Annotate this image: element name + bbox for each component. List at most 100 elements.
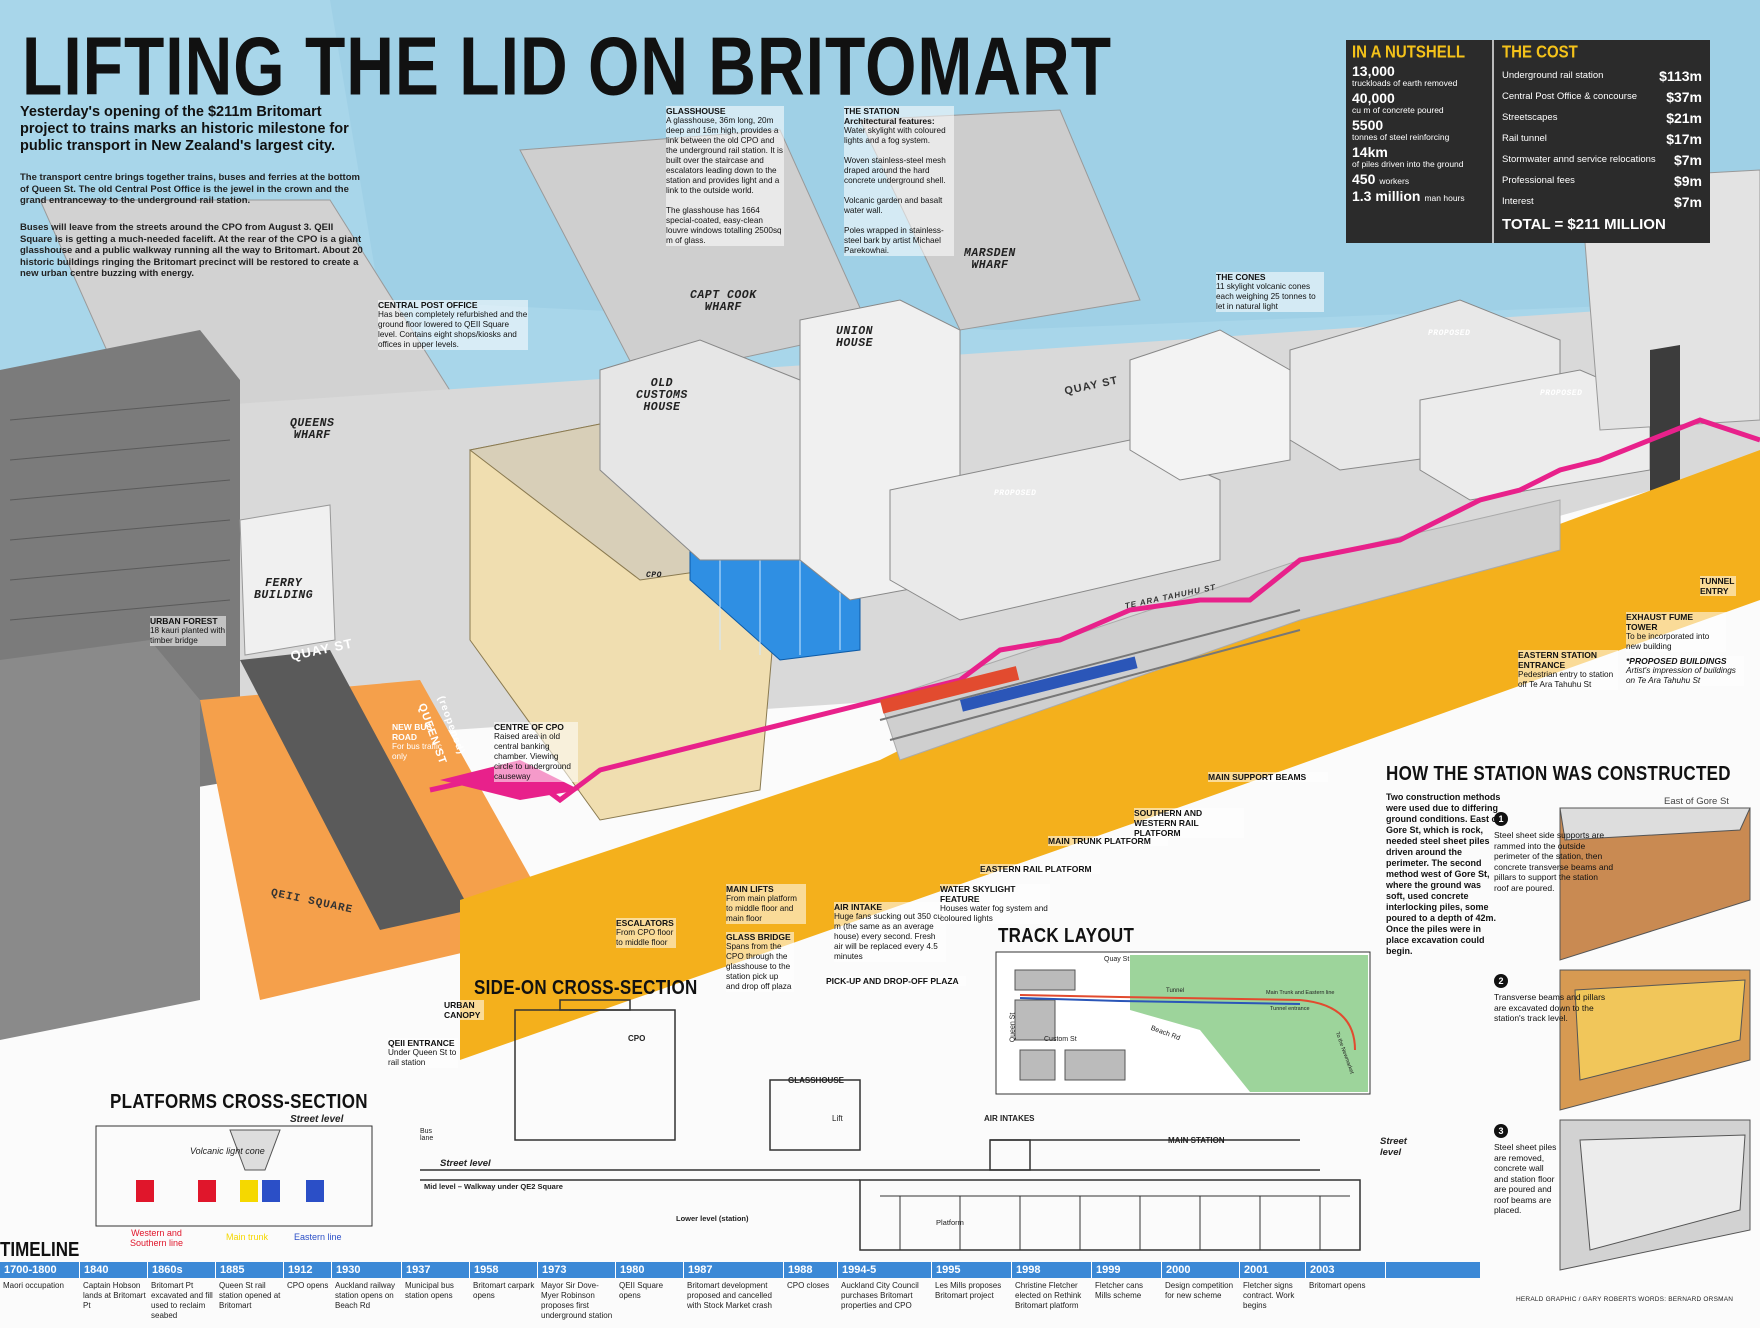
credit-line: HERALD GRAPHIC / GARY ROBERTS WORDS: BER… bbox=[1516, 1296, 1734, 1303]
timeline-event: Les Mills proposes Britomart project bbox=[935, 1281, 1002, 1300]
side-mid-level-label: Mid level – Walkway under QE2 Square bbox=[424, 1182, 563, 1191]
ferry-building-label: FERRY BUILDING bbox=[254, 577, 314, 602]
urban-canopy-label: URBAN CANOPY bbox=[444, 1000, 484, 1020]
step-3-text: Steel sheet piles are removed, concrete … bbox=[1494, 1142, 1557, 1215]
southern-western-platform-label: SOUTHERN AND WESTERN RAIL PLATFORM bbox=[1134, 808, 1244, 838]
timeline-year: 1700-1800 bbox=[0, 1262, 80, 1278]
side-lift-label: Lift bbox=[832, 1114, 843, 1123]
queens-wharf-label: QUEENS WHARF bbox=[290, 417, 335, 442]
side-cpo-label: CPO bbox=[628, 1034, 646, 1043]
step-3-number: 3 bbox=[1494, 1124, 1508, 1138]
proposed-label-2: PROPOSED bbox=[1428, 329, 1471, 338]
train-blue-2 bbox=[306, 1180, 324, 1202]
tunnel-entry-label: TUNNEL ENTRY bbox=[1700, 576, 1736, 596]
legend-eastern: Eastern line bbox=[294, 1232, 342, 1242]
track-map-green bbox=[1130, 955, 1368, 1092]
main-trunk-platform-label: MAIN TRUNK PLATFORM bbox=[1048, 836, 1168, 846]
side-street-level-right-label: Street level bbox=[1380, 1136, 1407, 1158]
timeline-event: CPO closes bbox=[787, 1281, 830, 1290]
timeline-event: Design competition for new scheme bbox=[1165, 1281, 1234, 1300]
track-quay-st: Quay St bbox=[1104, 956, 1130, 963]
track-layout-heading: TRACK LAYOUT bbox=[998, 924, 1135, 947]
timeline-event: Queen St rail station opened at Britomar… bbox=[219, 1281, 281, 1310]
intro-paragraph-1: The transport centre brings together tra… bbox=[20, 172, 360, 206]
timeline-event: Captain Hobson lands at Britomart Pt bbox=[83, 1281, 146, 1310]
step-1-number: 1 bbox=[1494, 812, 1508, 826]
cone-shape bbox=[229, 1129, 281, 1171]
nutshell-heading: IN A NUTSHELL bbox=[1352, 42, 1466, 62]
timeline-event: Auckland railway station opens on Beach … bbox=[335, 1281, 396, 1310]
timeline-year: 1980 bbox=[616, 1262, 684, 1278]
step-2-text: Transverse beams and pillars are excavat… bbox=[1494, 992, 1606, 1023]
cost-row: Interest$7m bbox=[1502, 193, 1702, 210]
timeline-event: Maori occupation bbox=[3, 1281, 64, 1290]
timeline-year: 1995 bbox=[932, 1262, 1012, 1278]
page-title: LIFTING THE LID ON BRITOMART bbox=[22, 19, 1113, 112]
cost-total: TOTAL = $211 MILLION bbox=[1502, 216, 1666, 233]
timeline-year: 1860s bbox=[148, 1262, 216, 1278]
platforms-street-level: Street level bbox=[290, 1114, 344, 1125]
side-street-level-label: Street level bbox=[440, 1158, 491, 1169]
timeline-year: 1885 bbox=[216, 1262, 284, 1278]
cost-row: Professional fees$9m bbox=[1502, 172, 1702, 189]
proposed-label-1: PROPOSED bbox=[994, 489, 1037, 498]
bus-road bbox=[240, 650, 470, 930]
side-lower-level-label: Lower level (station) bbox=[676, 1214, 749, 1223]
timeline-year: 1912 bbox=[284, 1262, 332, 1278]
track-custom-st: Custom St bbox=[1044, 1036, 1077, 1043]
marsden-wharf-label: MARSDEN WHARF bbox=[964, 247, 1016, 272]
cost-row: Rail tunnel$17m bbox=[1502, 130, 1702, 147]
volcanic-cone-label: Volcanic light cone bbox=[190, 1146, 265, 1156]
station-roof-profile bbox=[429, 417, 1760, 804]
capt-cook-wharf-label: CAPT COOK WHARF bbox=[690, 289, 757, 314]
timeline-year: 1958 bbox=[470, 1262, 538, 1278]
timeline-year: 2001 bbox=[1240, 1262, 1306, 1278]
train-yellow bbox=[240, 1180, 258, 1202]
timeline-event: Fletcher signs contract. Work begins bbox=[1243, 1281, 1295, 1310]
timeline-year: 1840 bbox=[80, 1262, 148, 1278]
step-1-text: Steel sheet side supports are rammed int… bbox=[1494, 830, 1614, 893]
old-customs-label: OLD CUSTOMS HOUSE bbox=[636, 377, 688, 414]
heritage-building bbox=[1129, 329, 1291, 481]
timeline-bar bbox=[0, 1262, 1480, 1278]
timeline-year: 1930 bbox=[332, 1262, 402, 1278]
cost-row: Underground rail station$113m bbox=[1502, 67, 1702, 84]
timeline-event: Britomart Pt excavated and fill used to … bbox=[151, 1281, 213, 1320]
timeline-year: 1973 bbox=[538, 1262, 616, 1278]
timeline-event: Municipal bus station opens bbox=[405, 1281, 454, 1300]
cost-row: Central Post Office & concourse$37m bbox=[1502, 88, 1702, 105]
train-red-2 bbox=[198, 1180, 216, 1202]
timeline-event: Mayor Sir Dove-Myer Robinson proposes fi… bbox=[541, 1281, 613, 1320]
side-main-station-label: MAIN STATION bbox=[1168, 1136, 1225, 1145]
east-of-gore-label: East of Gore St bbox=[1664, 796, 1729, 807]
intro-deck: Yesterday's opening of the $211m Britoma… bbox=[20, 104, 349, 154]
timeline-year: 1987 bbox=[684, 1262, 784, 1278]
step-2-number: 2 bbox=[1494, 974, 1508, 988]
how-built-heading: HOW THE STATION WAS CONSTRUCTED bbox=[1386, 762, 1731, 785]
cost-row: Stormwater annd service relocations$7m bbox=[1502, 151, 1702, 168]
timeline-year: 1937 bbox=[402, 1262, 470, 1278]
cost-row: Streetscapes$21m bbox=[1502, 109, 1702, 126]
union-house-label: UNION HOUSE bbox=[836, 325, 874, 350]
timeline-event: Britomart opens bbox=[1309, 1281, 1366, 1290]
track-lines bbox=[1019, 994, 1356, 1051]
platforms-section-heading: PLATFORMS CROSS-SECTION bbox=[110, 1090, 368, 1113]
